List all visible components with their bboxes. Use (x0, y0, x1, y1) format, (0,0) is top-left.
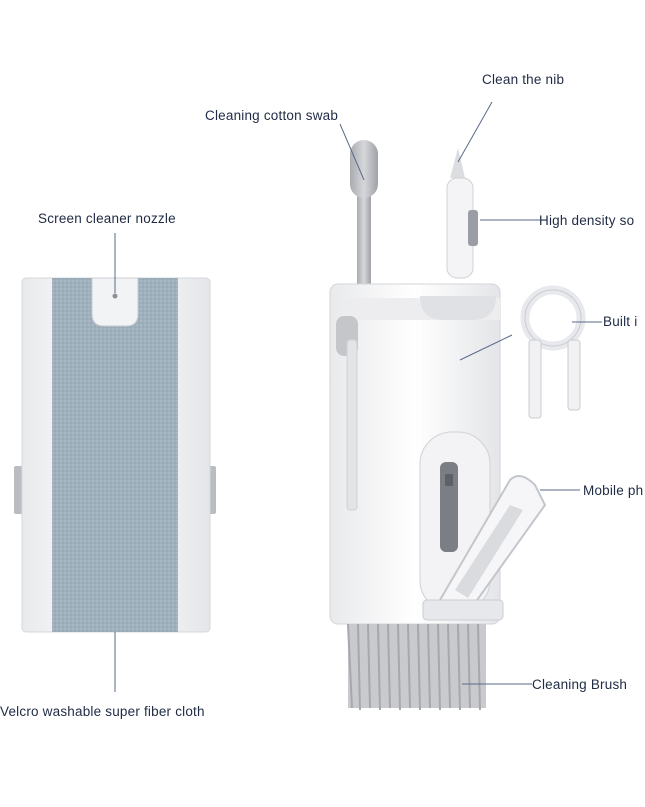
label-cotton-swab: Cleaning cotton swab (205, 108, 339, 123)
label-screen-nozzle: Screen cleaner nozzle (38, 211, 176, 226)
label-velcro-cloth: Velcro washable super fiber cloth (0, 704, 205, 719)
leader-nib (457, 101, 493, 163)
label-cleaning-brush: Cleaning Brush (532, 677, 628, 692)
label-mobile-phone: Mobile ph (583, 483, 644, 498)
label-built-in: Built i (603, 314, 638, 329)
leader-body (459, 334, 513, 361)
ring-tool (520, 285, 586, 419)
nozzle-notch (91, 277, 139, 327)
fiber-cloth-panel (52, 278, 178, 632)
label-clean-nib: Clean the nib (482, 72, 565, 87)
cleaning-kit-side-view (329, 101, 602, 711)
leader-swab (339, 123, 365, 181)
brush-bristles (347, 623, 486, 711)
label-high-density: High density so (539, 213, 635, 228)
screen-cleaner-front-view (14, 233, 216, 692)
